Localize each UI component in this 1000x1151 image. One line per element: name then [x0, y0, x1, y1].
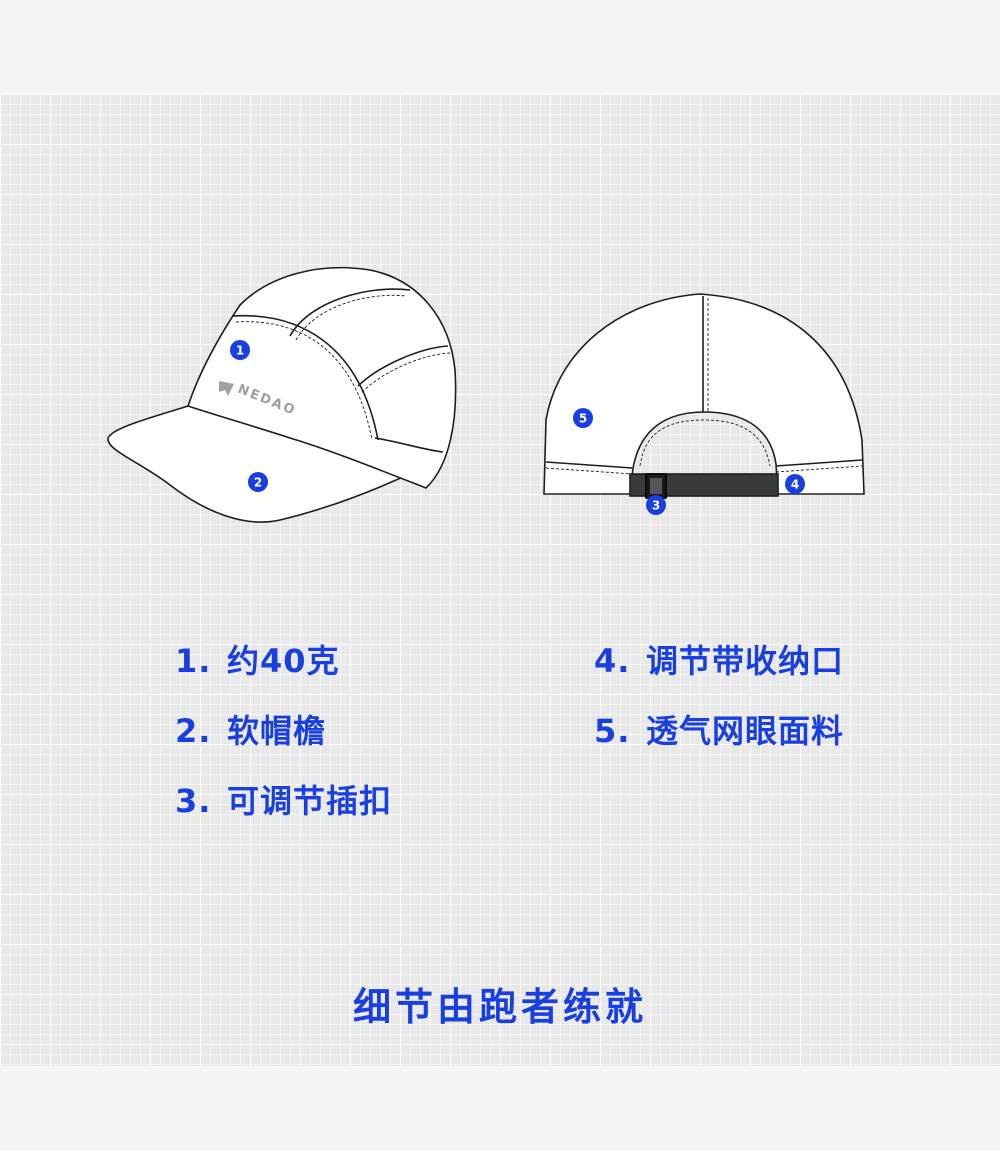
feature-number: 2.	[175, 712, 212, 750]
feature-item-4: 4. 调节带收纳口	[594, 636, 844, 682]
feature-number: 1.	[175, 642, 212, 680]
feature-text: 透气网眼面料	[646, 712, 845, 750]
feature-text: 可调节插扣	[227, 782, 393, 820]
feature-number: 5.	[594, 712, 631, 750]
feature-item-3: 3. 可调节插扣	[175, 776, 392, 822]
feature-text: 约40克	[227, 642, 340, 680]
feature-text: 调节带收纳口	[646, 642, 845, 680]
marker-2: 2	[248, 472, 268, 492]
adjustable-strap	[629, 473, 779, 497]
cap-crown	[186, 266, 457, 489]
marker-4: 4	[785, 474, 805, 494]
feature-item-5: 5. 透气网眼面料	[594, 706, 844, 752]
brand-logo-icon	[219, 381, 234, 396]
svg-text:4: 4	[791, 478, 799, 492]
cap-back-view	[543, 293, 865, 499]
cap-side-view	[107, 266, 457, 523]
svg-text:2: 2	[254, 476, 262, 490]
tagline: 细节由跑者练就	[352, 985, 647, 1029]
feature-item-1: 1. 约40克	[175, 636, 340, 682]
feature-number: 3.	[175, 782, 212, 820]
marker-1: 1	[230, 340, 250, 360]
svg-text:3: 3	[652, 499, 660, 513]
feature-number: 4.	[594, 642, 631, 680]
grid-background	[0, 94, 1000, 1066]
feature-item-2: 2. 软帽檐	[175, 706, 326, 752]
marker-3: 3	[646, 495, 666, 515]
feature-text: 软帽檐	[227, 712, 327, 750]
svg-text:1: 1	[236, 344, 244, 358]
marker-5: 5	[573, 408, 593, 428]
cap-back-shell	[543, 293, 865, 495]
svg-text:5: 5	[579, 412, 587, 426]
